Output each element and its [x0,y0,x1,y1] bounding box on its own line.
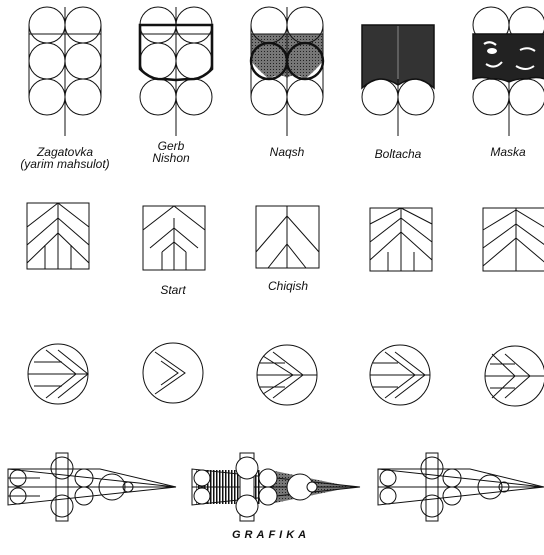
fig-square-4 [370,208,432,271]
fig-circle-3 [257,345,317,405]
label-boltacha: Boltacha [356,148,440,160]
fig-circle-4 [370,345,430,405]
fig-naqsh [251,7,323,136]
fig-square-chiqish [256,206,319,268]
fig-square-5 [483,208,544,271]
fig-zagatovka [29,7,101,136]
footer-title: GRAFIKA [232,529,310,541]
fig-square-1 [27,203,89,269]
fig-circle-2 [143,343,203,403]
label-zagatovka: Zagatovka (yarim mahsulot) [0,146,130,170]
label-chiqish: Chiqish [250,280,326,292]
fig-spindle-1 [8,453,176,521]
label-naqsh: Naqsh [247,146,327,158]
label-gerb-subtitle: Nishon [131,152,211,164]
fig-maska [473,7,544,136]
label-gerb: Gerb Nishon [131,140,211,164]
fig-square-start [143,206,205,270]
fig-circle-5 [485,346,544,406]
label-start: Start [138,284,208,296]
label-zagatovka-subtitle: (yarim mahsulot) [0,158,130,170]
fig-gerb [140,7,212,136]
fig-spindle-3 [378,453,544,521]
label-maska: Maska [478,146,538,158]
fig-circle-1 [28,344,88,404]
fig-boltacha [362,25,434,136]
fig-spindle-2 [192,453,360,521]
